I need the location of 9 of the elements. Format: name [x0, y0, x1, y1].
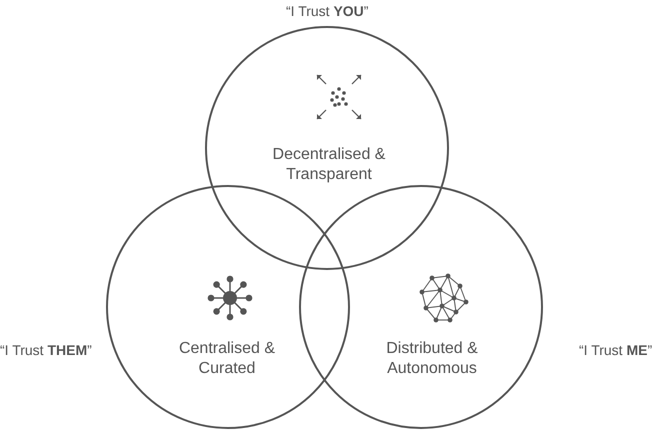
circle-label: Distributed & Autonomous	[385, 339, 479, 379]
circle-label: Centralised & Curated	[178, 339, 276, 379]
trust-quote: “I Trust ME”	[579, 342, 652, 358]
venn-circle	[205, 26, 449, 270]
circle-label: Decentralised & Transparent	[272, 145, 386, 185]
trust-quote: “I Trust YOU”	[286, 3, 368, 19]
venn-circle	[299, 185, 543, 429]
trust-quote: “I Trust THEM”	[0, 342, 92, 358]
venn-circle	[106, 185, 350, 429]
